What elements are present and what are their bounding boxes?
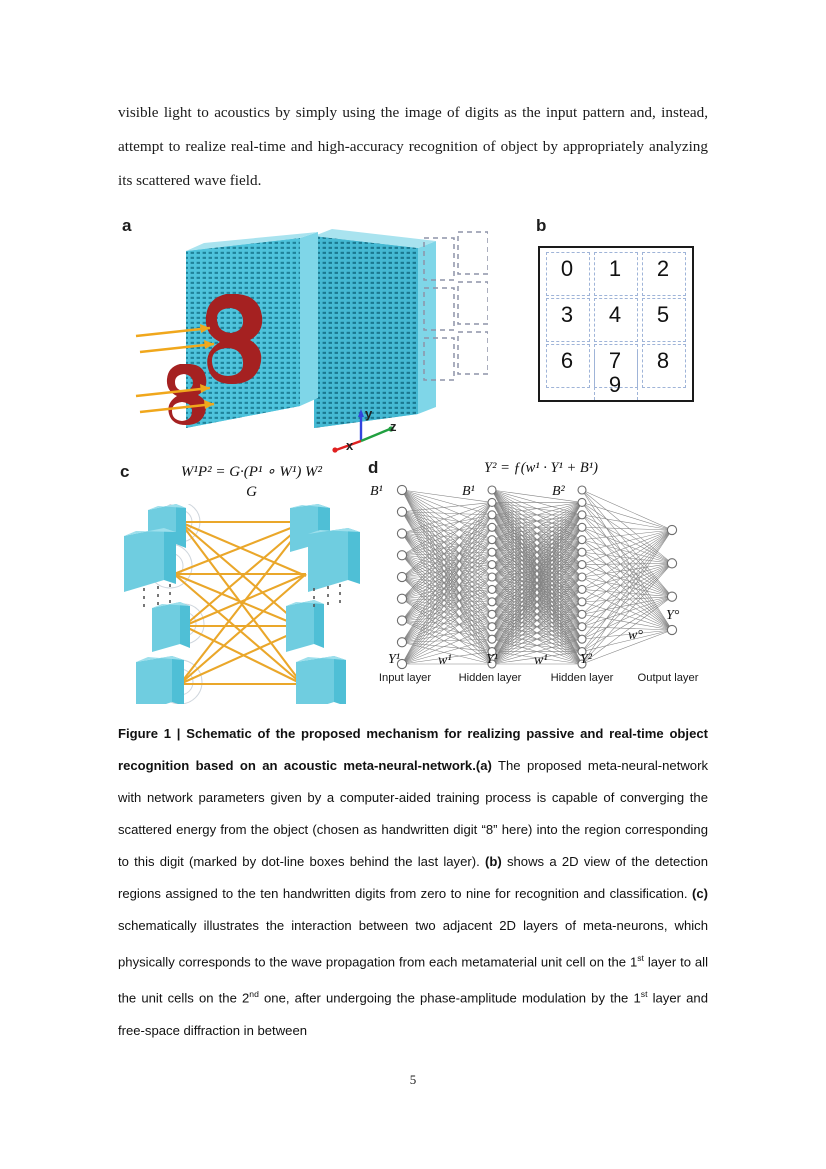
detection-digit-6: 6 (560, 348, 574, 373)
panel-d-letter: d (368, 458, 379, 477)
body-line-3: appropriately analyzing its scattered wa… (118, 138, 708, 189)
detection-region-1 (594, 252, 638, 296)
body-line-2: instead, attempt to realize real-time an… (118, 104, 708, 155)
panel-c-equation-g: G (246, 484, 257, 500)
detection-region-8 (642, 344, 686, 388)
detection-region-9 (594, 352, 638, 400)
caption-label-a: (a) (475, 758, 492, 773)
axis-label-x: x (346, 438, 354, 453)
detection-digit-1: 1 (608, 256, 622, 281)
axis-label-y: y (365, 406, 373, 421)
figure-caption: Figure 1 | Schematic of the proposed mec… (118, 718, 708, 1047)
panel-d-network (396, 484, 678, 670)
figure-1: a (118, 212, 708, 704)
panel-a-illustration (135, 229, 488, 453)
caption-sup-nd: nd (249, 989, 259, 1000)
detection-region-5 (642, 298, 686, 342)
caption-label-c: (c) (691, 886, 708, 901)
figure-panel-c: c W¹P² = G·(P¹ ∘ W¹) W² G (118, 456, 368, 704)
panel-d-bias-input: B¹ (370, 484, 383, 499)
diffraction-rays (173, 520, 307, 686)
meta-neuron-blocks-right (286, 504, 360, 704)
caption-text-c-1: schematically illustrates the interactio… (118, 918, 708, 970)
caption-text-b: shows a 2D view of the detection regions… (118, 854, 708, 901)
axis-label-z: z (390, 419, 397, 434)
panel-c-equation: W¹P² = G·(P¹ ∘ W¹) W² (180, 464, 323, 480)
detection-region-6 (546, 344, 590, 388)
coordinate-axes (332, 409, 394, 453)
page-content: visible light to acoustics by simply usi… (118, 96, 708, 1047)
panel-d-label-Yo: Y° (666, 608, 680, 623)
figure-panel-b: b 0 1 2 3 4 (518, 216, 708, 436)
detection-digit-2: 2 (656, 256, 670, 281)
caption-text-a: The proposed meta-neural-network with ne… (118, 758, 708, 869)
panel-d-layer-output: Output layer (637, 672, 699, 684)
caption-label-b: (b) (484, 854, 502, 869)
panel-d-label-wo: w° (628, 628, 643, 643)
panel-d-label-Y1: Y¹ (486, 652, 498, 667)
caption-text-c-2: layer to all the unit cells on the 2 (118, 954, 708, 1006)
panel-d-label-w1: w¹ (534, 653, 548, 668)
caption-title: Figure 1 | Schematic of the proposed mec… (118, 726, 708, 773)
caption-text-c-3: one, after undergoing the phase-amplitud… (258, 990, 641, 1006)
panel-a-letter: a (122, 216, 132, 235)
caption-sup-st-2: st (640, 989, 648, 1000)
caption-sup-st-1: st (637, 953, 644, 963)
detection-digit-7: 7 (608, 348, 622, 373)
panel-c-illustration (124, 504, 360, 704)
detection-region-3 (546, 298, 590, 342)
metamaterial-plate-back (314, 229, 436, 428)
detection-digit-5: 5 (656, 302, 670, 327)
input-object-digit-8 (166, 294, 263, 425)
panel-d-bias-hidden1: B¹ (462, 484, 475, 499)
detection-digit-4: 4 (608, 302, 622, 327)
detection-region-0 (546, 252, 590, 296)
detection-plane-box: 0 1 2 3 4 5 6 7 8 9 (538, 246, 694, 402)
panel-d-label-wi: w¹ (438, 653, 452, 668)
detection-digit-8: 8 (656, 348, 670, 373)
panel-d-label-Yi: Y¹ (388, 652, 400, 667)
detection-region-2 (642, 252, 686, 296)
caption-text-c-4: layer and free-space diffraction in betw… (118, 990, 708, 1038)
detection-digit-0: 0 (560, 256, 574, 281)
meta-neuron-blocks-left (124, 504, 190, 704)
detection-region-4 (594, 298, 638, 342)
panel-c-letter: c (120, 462, 130, 481)
panel-d-layer-hidden2: Hidden layer (550, 672, 614, 684)
detection-digit-3: 3 (560, 302, 574, 327)
incident-wave-arrows (135, 324, 215, 414)
body-line-1: visible light to acoustics by simply usi… (118, 104, 656, 121)
panel-d-layer-input: Input layer (378, 672, 432, 684)
figure-panel-a: a (118, 216, 488, 464)
page-number: 5 (409, 1072, 417, 1087)
detection-digit-9: 9 (608, 372, 622, 397)
panel-b-letter: b (536, 216, 547, 235)
panel-d-label-Y2: Y² (580, 652, 592, 667)
figure-panel-d: d Y² = ƒ(w¹ · Y¹ + B¹) B¹ B¹ B² Y¹ w¹ Y¹… (366, 456, 708, 702)
body-paragraph: visible light to acoustics by simply usi… (118, 96, 708, 198)
panel-d-equation: Y² = ƒ(w¹ · Y¹ + B¹) (484, 460, 598, 476)
panel-d-bias-hidden2: B² (552, 484, 565, 499)
panel-d-layer-hidden1: Hidden layer (458, 672, 522, 684)
